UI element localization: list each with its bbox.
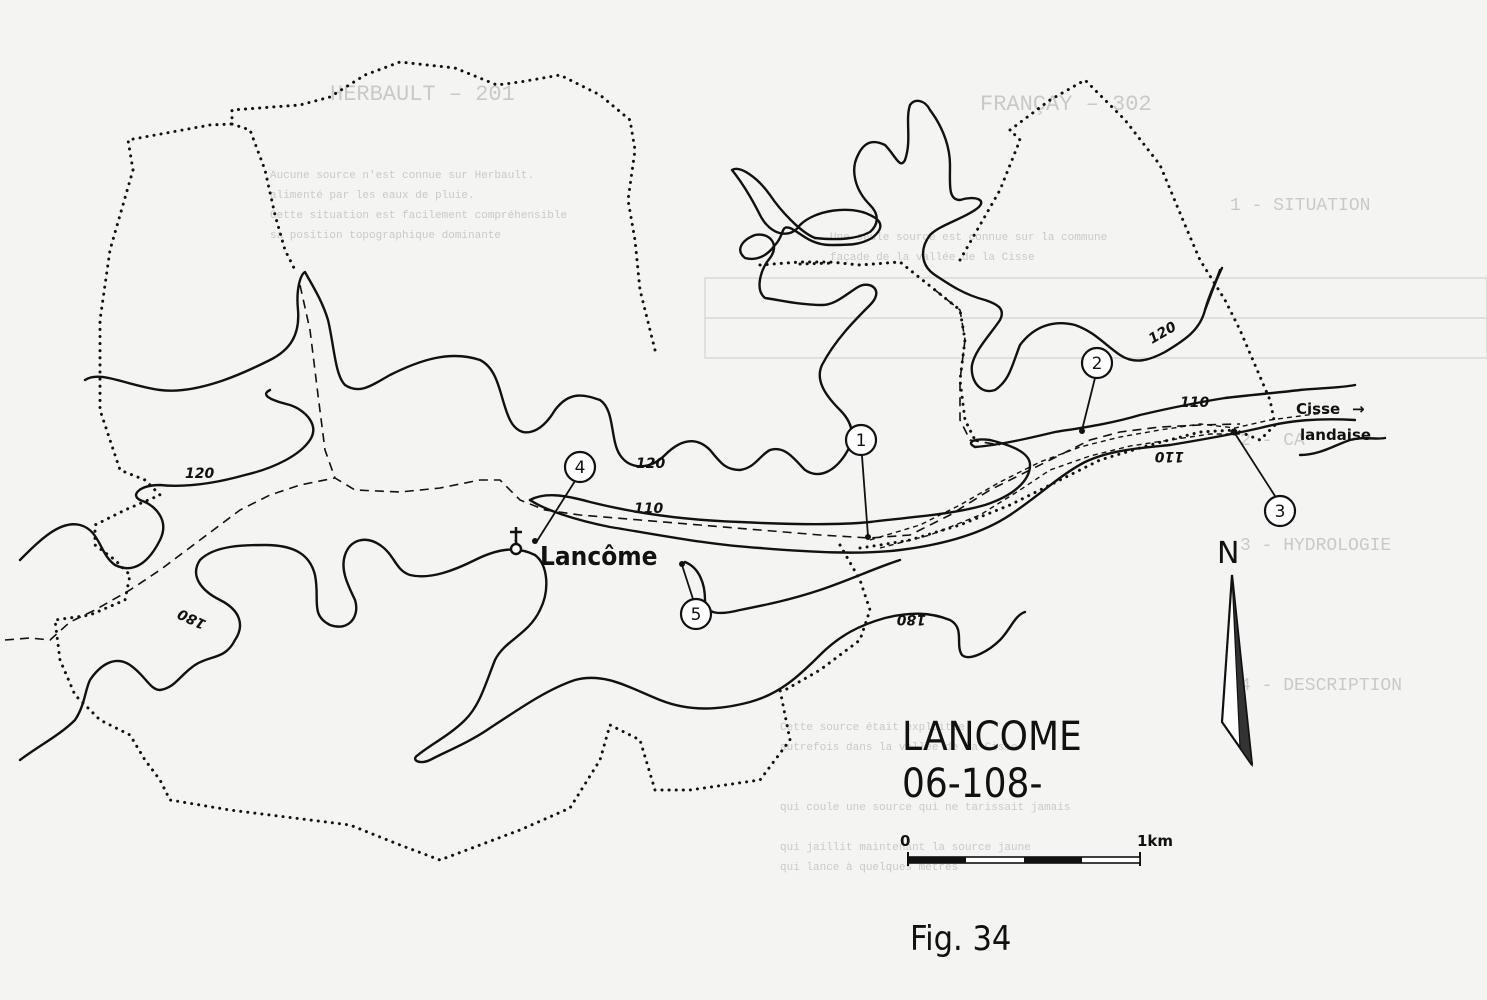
contour-label-110: 110 (1155, 448, 1184, 464)
river-name-line2: landaise (1300, 426, 1371, 444)
map-title: LANCOME (902, 714, 1082, 760)
scale-bar: 0 1km (900, 832, 1173, 866)
roads (4, 284, 1241, 641)
river-label: Cisse → landaise (1296, 400, 1371, 444)
figure-caption: Fig. 34 (910, 919, 1011, 959)
river-name-line1: Cisse (1296, 400, 1340, 418)
contour-label-110: 110 (1180, 395, 1209, 411)
svg-text:1 - SITUATION: 1 - SITUATION (1230, 196, 1370, 216)
svg-text:HERBAULT – 201: HERBAULT – 201 (330, 82, 515, 107)
svg-text:Aucune source n'est connue sur: Aucune source n'est connue sur Herbault. (270, 170, 534, 182)
svg-text:façade de la vallée de la Ciss: façade de la vallée de la Cisse (830, 252, 1035, 264)
site-markers: 1 2 3 4 5 (536, 346, 1297, 631)
svg-text:sa position topographique domi: sa position topographique dominante (270, 230, 501, 242)
svg-text:5: 5 (691, 605, 702, 625)
svg-text:qui coule une source qui ne ta: qui coule une source qui ne tarissait ja… (780, 802, 1070, 814)
north-label: N (1217, 536, 1239, 571)
marker-4: 4 (536, 450, 597, 542)
svg-text:Une seule source est connue su: Une seule source est connue sur la commu… (830, 232, 1107, 244)
svg-text:FRANÇAY – 302: FRANÇAY – 302 (980, 92, 1152, 117)
marker-3: 3 (1230, 428, 1297, 528)
contour-label-180: 180 (897, 611, 926, 627)
svg-text:autrefois dans la vallée de la: autrefois dans la vallée de la Cisse (780, 742, 1018, 754)
contour-label-180: 180 (175, 605, 208, 632)
svg-text:alimenté par les eaux de pluie: alimenté par les eaux de pluie. (270, 190, 475, 202)
svg-text:1: 1 (856, 431, 867, 451)
marker-1: 1 (844, 423, 878, 540)
svg-text:3: 3 (1275, 502, 1286, 522)
scale-end-label: 1km (1137, 832, 1173, 850)
map-title-block: LANCOME 06-108- (902, 714, 1082, 807)
svg-text:3 - HYDROLOGIE: 3 - HYDROLOGIE (1240, 536, 1391, 556)
bleed-through-text: HERBAULT – 201 Aucune source n'est connu… (270, 82, 1487, 874)
svg-text:2 - CA: 2 - CA (1240, 431, 1305, 451)
contour-labels: 120 120 120 110 110 110 180 180 (175, 319, 1209, 632)
place-name: Lancôme (540, 542, 658, 572)
contour-label-120: 120 (1146, 319, 1180, 348)
contour-label-120: 120 (185, 466, 214, 482)
scale-start-label: 0 (900, 832, 910, 850)
svg-text:qui jaillit maintenant la sour: qui jaillit maintenant la source jaune (780, 842, 1031, 854)
map-code: 06-108- (902, 761, 1042, 807)
marker-2: 2 (1079, 346, 1114, 434)
svg-text:2: 2 (1092, 354, 1103, 374)
svg-text:Cette source était exploitée: Cette source était exploitée (780, 722, 965, 734)
north-arrow: N (1217, 536, 1254, 768)
village-lancome: Lancôme (509, 527, 658, 572)
svg-text:4 - DESCRIPTION: 4 - DESCRIPTION (1240, 676, 1402, 696)
marker-5: 5 (679, 561, 713, 631)
river-cisse-landaise (869, 411, 1331, 549)
river-arrow: → (1352, 400, 1365, 418)
svg-text:qui lance à quelques mètres: qui lance à quelques mètres (780, 862, 958, 874)
contour-label-120: 120 (636, 456, 665, 472)
svg-text:4: 4 (575, 458, 586, 478)
contour-lines (18, 99, 1387, 764)
svg-text:Cette situation est facilement: Cette situation est facilement compréhen… (270, 210, 567, 222)
contour-label-110: 110 (634, 501, 663, 517)
